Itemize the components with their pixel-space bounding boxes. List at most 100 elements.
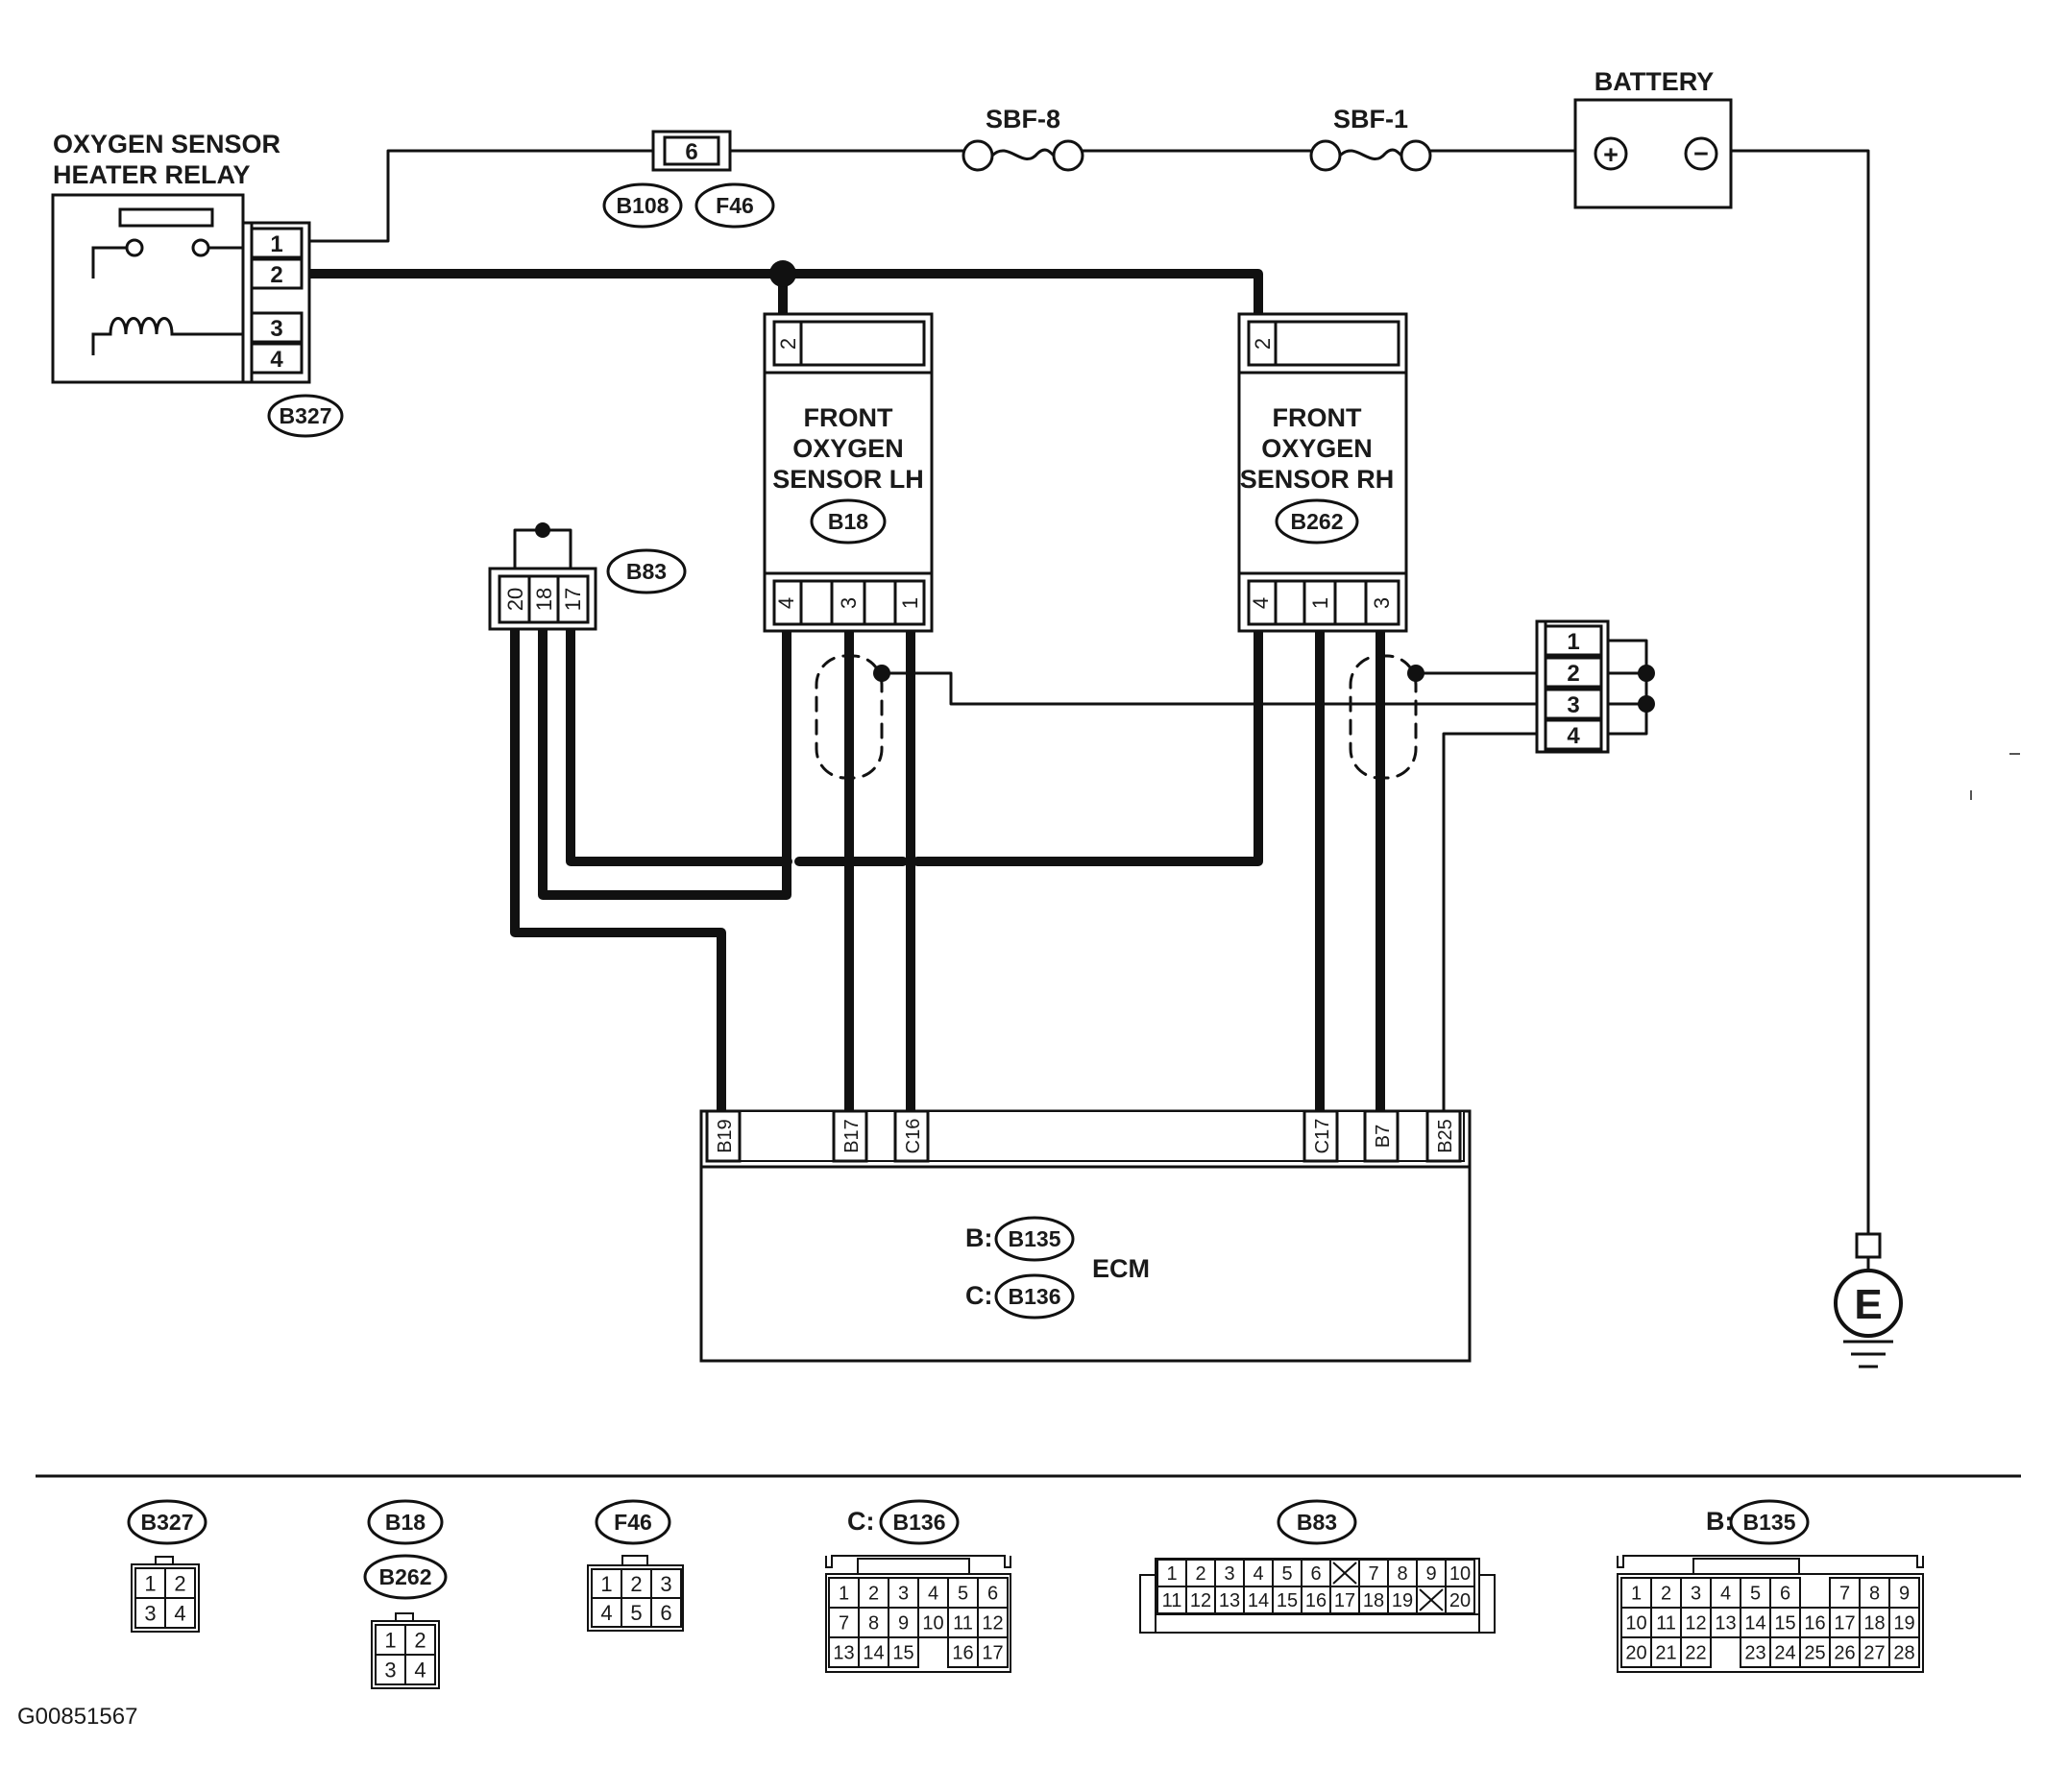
legend-f46-pin: 2 [630, 1572, 642, 1596]
legend-b135-cell: 18 [1859, 1607, 1890, 1638]
legend-b135-pin: 25 [1804, 1643, 1825, 1664]
legend-b135-cell: 6 [1769, 1577, 1801, 1609]
sbf-1-label: SBF-1 [1333, 105, 1408, 133]
legend-b83-cell: 2 [1185, 1559, 1216, 1587]
battery: BATTERY + − [1573, 67, 1733, 209]
legend-b135-pin: 2 [1661, 1584, 1671, 1605]
heater-relay: OXYGEN SENSOR HEATER RELAY 1 2 3 4 B327 [51, 130, 344, 438]
legend-b83-cell: 17 [1329, 1586, 1360, 1614]
legend-f46-cell: 6 [650, 1597, 682, 1628]
legend-b83-cell: 15 [1272, 1586, 1302, 1614]
ecm-terminal-b7: B7 [1363, 1109, 1400, 1163]
legend-b135-cell: 15 [1769, 1607, 1801, 1638]
sensor-rh-title-2: OXYGEN [1261, 434, 1373, 463]
splice-joint-3 [1638, 695, 1655, 713]
legend-b327-name: B327 [141, 1510, 194, 1535]
legend-b135-cell: 4 [1710, 1577, 1741, 1609]
ecm-b-conn: B135 [1009, 1226, 1061, 1251]
legend-b136-cell: 13 [828, 1636, 860, 1668]
legend-b83-pin: 16 [1305, 1590, 1327, 1611]
ecm-c-prefix: C: [965, 1281, 993, 1310]
sensor-rh-connector: B262 [1291, 509, 1344, 534]
ecm-label: ECM [1092, 1254, 1150, 1283]
legend-b135-pin: 1 [1631, 1584, 1642, 1605]
sbf-8: SBF-8 [962, 105, 1084, 172]
joint-pin-2: 2 [1567, 661, 1579, 687]
legend-b18-pin: 2 [414, 1628, 426, 1652]
b83-pin-17: 17 [561, 588, 585, 611]
joint-pin-4: 4 [1567, 723, 1580, 749]
legend-b83-cell: 7 [1358, 1559, 1389, 1587]
legend-b135-pin: 21 [1655, 1643, 1676, 1664]
legend-b83-pin: 20 [1449, 1590, 1471, 1611]
splice-dots [535, 260, 1655, 713]
wire-joint-bridge [1602, 639, 1648, 736]
legend-b135-cell: 2 [1650, 1577, 1682, 1609]
legend-b136-cell: 1 [828, 1577, 860, 1609]
sensor-rh-pin-4: 4 [1249, 597, 1273, 609]
legend-b136-cell: 15 [888, 1636, 919, 1668]
legend-b83-cell: 10 [1445, 1559, 1475, 1587]
legend-b135-cell: 13 [1710, 1607, 1741, 1638]
legend-b136-cell: 8 [858, 1607, 889, 1638]
relay-pin-2: 2 [270, 262, 282, 288]
legend-f46-pin: 3 [660, 1572, 671, 1596]
legend-b136-pin: 1 [839, 1584, 849, 1605]
sensor-rh-pin-3: 3 [1370, 597, 1394, 609]
legend-b135-cell: 14 [1740, 1607, 1771, 1638]
legend-b136-prefix: C: [847, 1507, 875, 1536]
legend-b136-pin: 7 [839, 1613, 849, 1635]
sensor-rh-title-3: SENSOR RH [1240, 465, 1395, 494]
legend-b136-cell: 12 [977, 1607, 1009, 1638]
legend-b136-name: B136 [893, 1510, 946, 1535]
legend-b135-pin: 26 [1834, 1643, 1855, 1664]
legend-b135-cell: 8 [1859, 1577, 1890, 1609]
legend-f46-pin: 4 [600, 1601, 612, 1625]
wire-joint4-ecm-b25 [1442, 732, 1539, 1113]
splice-shield-rh [1407, 665, 1424, 682]
legend-b135-cell: 25 [1799, 1636, 1831, 1668]
sensor-rh-title-1: FRONT [1273, 403, 1362, 432]
legend-b83-pin: 2 [1195, 1563, 1205, 1585]
wire-b83-17-rh4 [566, 624, 792, 866]
b83-pin-18: 18 [532, 588, 556, 611]
legend-b135-cell: 1 [1620, 1577, 1652, 1609]
legend-b18-pin: 4 [414, 1658, 426, 1682]
relay-contact-bar [118, 207, 214, 228]
legend-b83-pin: 18 [1363, 1590, 1384, 1611]
legend-b136-pin: 17 [982, 1643, 1003, 1664]
fuse-connector-f46-badge [694, 182, 775, 229]
legend-b83-pin: 7 [1368, 1563, 1378, 1585]
legend-b83-cell: 9 [1416, 1559, 1447, 1587]
ecm-terminal-c17: C17 [1302, 1109, 1339, 1163]
fuse-6: 6 B108 F46 [602, 130, 775, 229]
battery-label: BATTERY [1595, 67, 1715, 96]
ground-label: E [1854, 1281, 1882, 1328]
legend-b135-cell: 20 [1620, 1636, 1652, 1668]
legend-f46-pin: 6 [660, 1601, 671, 1625]
legend-b136-pin: 10 [922, 1613, 943, 1635]
legend-b136-pin: 4 [928, 1584, 938, 1605]
legend-b136-cell: 6 [977, 1577, 1009, 1609]
legend-f46-cell: 3 [650, 1568, 682, 1599]
sensor-lh-pin-top: 2 [776, 338, 800, 350]
relay-title-line2: HEATER RELAY [53, 160, 251, 189]
sensor-lh-title-1: FRONT [804, 403, 893, 432]
wires [304, 149, 1870, 1236]
ecm-pin-b7: B7 [1373, 1125, 1394, 1148]
legend-b136-cell: 5 [947, 1577, 979, 1609]
legend-f46-cell: 4 [591, 1597, 622, 1628]
legend-b83-cell: 12 [1185, 1586, 1216, 1614]
legend-b135-cell: 21 [1650, 1636, 1682, 1668]
b83-pin-20: 20 [503, 588, 527, 611]
legend-b136-cell: 14 [858, 1636, 889, 1668]
ecm-terminal-b25: B25 [1425, 1109, 1462, 1163]
battery-minus-icon [1684, 136, 1718, 171]
ecm-b-conn-badge [994, 1216, 1075, 1262]
legend-b135-pin: 19 [1893, 1613, 1914, 1635]
legend-b135-pin: 16 [1804, 1613, 1825, 1635]
ecm-pin-b17: B17 [841, 1119, 863, 1153]
wire-b83-20-ecm-b19 [510, 624, 726, 1116]
